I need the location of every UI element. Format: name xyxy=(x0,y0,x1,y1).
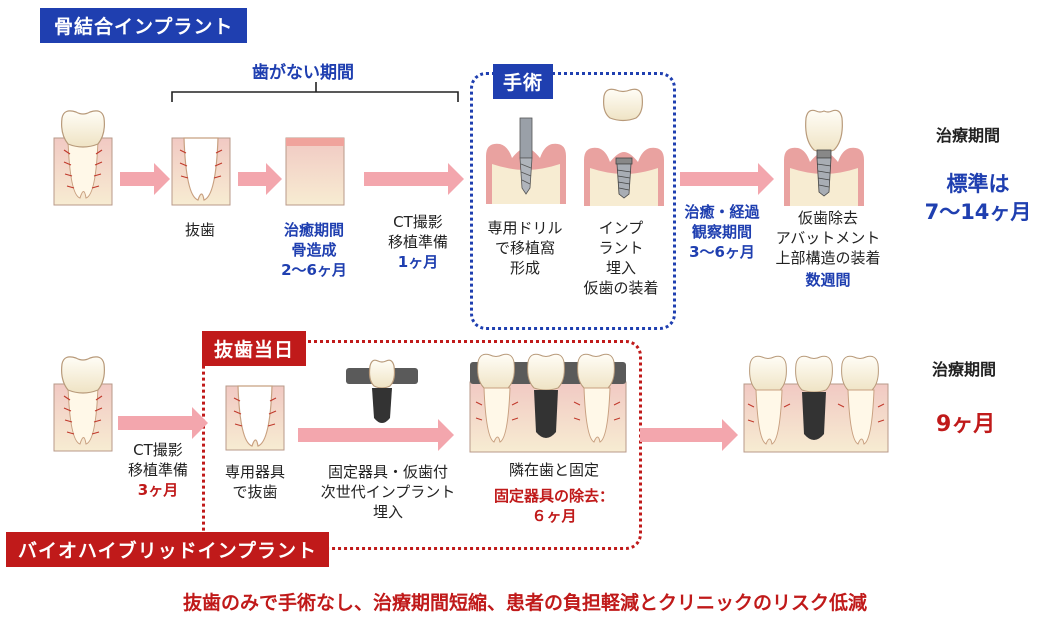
final-line2: アバットメント xyxy=(775,229,881,247)
bottom-ct-line2: 移植準備 xyxy=(127,461,188,479)
temporary-crown-icon xyxy=(603,88,643,122)
observe-line1: 治癒・経過 xyxy=(684,203,760,221)
final-step-text: 仮歯除去 アバットメント 上部構造の装着 数週間 xyxy=(764,208,892,290)
bottom-socket-icon xyxy=(225,385,285,451)
healing-title: 治癒期間 xyxy=(283,221,344,239)
implant-line4: 仮歯の装着 xyxy=(583,279,659,297)
healing-months: 2〜6ヶ月 xyxy=(281,261,347,279)
implant-line1: インプ xyxy=(598,219,644,237)
observation-text: 治癒・経過 観察期間 3〜6ヶ月 xyxy=(676,202,768,262)
observe-months: 3〜6ヶ月 xyxy=(689,243,755,261)
ct-line2: 移植準備 xyxy=(387,233,448,251)
bottom-ct-text: CT撮影 移植準備 3ヶ月 xyxy=(112,440,204,500)
removal-line2: ６ヶ月 xyxy=(531,507,577,525)
arrow-1 xyxy=(120,163,170,195)
arrow-4 xyxy=(680,163,774,195)
bottom-ct-line1: CT撮影 xyxy=(133,441,183,459)
osseointegration-badge: 骨結合インプラント xyxy=(40,8,248,43)
ct-prep-text: CT撮影 移植準備 1ヶ月 xyxy=(366,212,470,272)
natural-tooth-bottom-icon xyxy=(53,356,113,452)
arrow-7 xyxy=(640,419,738,451)
footer-summary: 抜歯のみで手術なし、治療期間短縮、患者の負担軽減とクリニックのリスク低減 xyxy=(182,592,867,614)
drill-line3: 形成 xyxy=(509,259,540,277)
top-period-value-line2: 7〜14ヶ月 xyxy=(924,200,1032,224)
drill-line1: 専用ドリル xyxy=(487,219,563,237)
adjacent-fix-text: 隣在歯と固定 固定器具の除去： ６ヶ月 xyxy=(484,460,624,526)
top-period-value-line1: 標準は xyxy=(946,172,1010,196)
surgery-box xyxy=(470,72,676,330)
no-tooth-period-label: 歯がない期間 xyxy=(252,63,354,83)
implant-icon xyxy=(584,147,664,206)
removal-line1: 固定器具の除去： xyxy=(493,487,614,505)
implant-text: インプ ラント 埋入 仮歯の装着 xyxy=(572,218,670,298)
same-day-badge: 抜歯当日 xyxy=(202,331,307,366)
fix-line1: 固定器具・仮歯付 xyxy=(327,463,448,481)
final-teeth-group-icon xyxy=(743,355,889,453)
surgery-badge: 手術 xyxy=(493,64,554,99)
bottom-period-label: 治療期間 xyxy=(932,360,997,379)
drill-line2: で移植窩 xyxy=(494,239,555,257)
arrow-2 xyxy=(238,163,282,195)
fix-line2: 次世代インプラント xyxy=(320,483,456,501)
final-line3: 上部構造の装着 xyxy=(775,249,881,267)
bottom-period-value: 9ヶ月 xyxy=(936,412,996,437)
healing-sub: 骨造成 xyxy=(291,241,337,259)
tool-line1: 専用器具 xyxy=(224,463,285,481)
ct-line1: CT撮影 xyxy=(393,213,443,231)
fixed-teeth-group-icon xyxy=(469,353,627,453)
adjacent-line: 隣在歯と固定 xyxy=(508,461,599,479)
extraction-label: 抜歯 xyxy=(184,221,215,239)
fix-line3: 埋入 xyxy=(372,503,403,521)
no-tooth-period-bracket xyxy=(171,82,459,102)
top-period-value: 標準は 7〜14ヶ月 xyxy=(918,170,1038,226)
same-day-box xyxy=(202,340,642,550)
arrow-3 xyxy=(364,163,464,195)
implant-line3: 埋入 xyxy=(605,259,636,277)
final-line1: 仮歯除去 xyxy=(797,209,858,227)
tool-extraction-text: 専用器具 で抜歯 xyxy=(210,462,300,502)
top-period-label: 治療期間 xyxy=(936,126,1001,145)
fixation-implant-text: 固定器具・仮歯付 次世代インプラント 埋入 xyxy=(300,462,476,522)
arrow-5 xyxy=(118,407,208,439)
arrow-6 xyxy=(298,419,454,451)
drill-icon xyxy=(486,117,566,204)
natural-tooth-icon xyxy=(53,110,113,206)
final-crown-implant-icon xyxy=(784,109,864,206)
tool-line2: で抜歯 xyxy=(232,483,278,501)
extraction-socket-icon xyxy=(171,137,231,206)
hybrid-implant-icon xyxy=(346,359,418,423)
implant-line2: ラント xyxy=(598,239,644,257)
final-weeks: 数週間 xyxy=(805,271,851,289)
observe-line2: 観察期間 xyxy=(691,223,752,241)
ct-months: 1ヶ月 xyxy=(397,253,439,271)
biohybrid-badge: バイオハイブリッドインプラント xyxy=(6,532,330,567)
bottom-ct-months: 3ヶ月 xyxy=(137,481,179,499)
healing-period-text: 治癒期間 骨造成 2〜6ヶ月 xyxy=(262,220,366,280)
drill-text: 専用ドリル で移植窩 形成 xyxy=(476,218,574,278)
healed-bone-icon xyxy=(285,137,345,206)
